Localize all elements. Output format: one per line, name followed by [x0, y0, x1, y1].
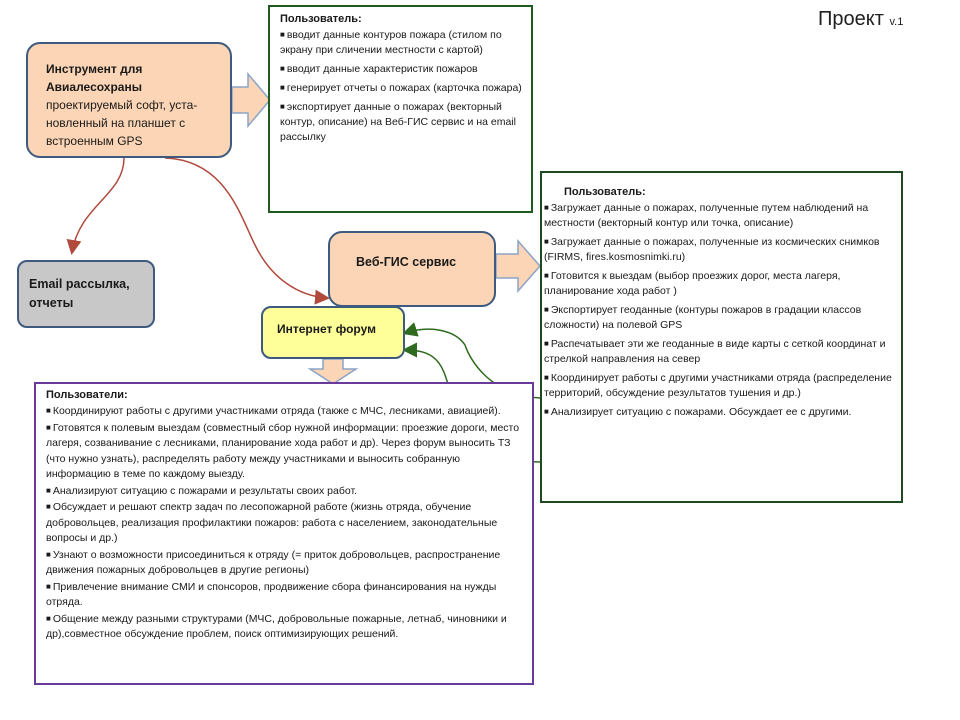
title-version: v.1	[889, 16, 904, 28]
title-main: Проект	[818, 8, 884, 30]
forum-users-item: ■Готовятся к полевым выездам (совместный…	[46, 421, 520, 481]
webgis-users-item: ■Распечатывает эти же геоданные в виде к…	[544, 338, 886, 365]
block-arrow-webgis-to-users	[495, 239, 541, 293]
forum-users-item: ■Узнают о возможности присоединиться к о…	[46, 548, 501, 577]
node-webgis-label: Веб-ГИС сервис	[356, 255, 457, 269]
tool-users-item: ■генерирует отчеты о пожарах (карточка п…	[280, 82, 522, 94]
arrow-tool-to-email	[66, 157, 125, 255]
forum-users-item: ■Координируют работы с другими участника…	[46, 405, 501, 417]
forum-users-item: ■Общение между разными структурами (МЧС,…	[46, 612, 507, 641]
forum-users-item: ■Привлечение внимание СМИ и спонсоров, п…	[46, 580, 497, 609]
page-title: Проект v.1	[818, 8, 903, 31]
arrow-tool-to-webgis	[164, 157, 330, 305]
node-forum-label: Интернет форум	[277, 322, 376, 336]
node-email: Email рассылка, отчеты	[17, 260, 155, 328]
tool-users-item: ■вводит данные характеристик пожаров	[280, 63, 478, 75]
forum-users-heading: Пользователи:	[46, 389, 128, 401]
webgis-users-item: ■Готовится к выездам (выбор проезжих дор…	[544, 270, 841, 297]
forum-users-item: ■Анализируют ситуацию с пожарами и резул…	[46, 484, 358, 497]
webgis-users-item: ■Загружает данные о пожарах, полученные …	[544, 236, 880, 263]
forum-users-box: Пользователи: ■Координируют работы с дру…	[34, 382, 534, 685]
node-tool: Инструмент для Авиалесохраны проектируем…	[26, 42, 232, 158]
node-email-label: Email рассылка, отчеты	[29, 277, 130, 310]
webgis-users-item: ■Координирует работы с другими участника…	[544, 372, 892, 399]
tool-users-box: Пользователь: ■вводит данные контуров по…	[268, 5, 533, 213]
tool-users-heading: Пользователь:	[280, 13, 362, 25]
webgis-users-item: ■Анализирует ситуацию с пожарами. Обсужд…	[544, 406, 852, 418]
webgis-users-item: ■Экспортирует геоданные (контуры пожаров…	[544, 304, 862, 331]
node-tool-text: проектируемый софт, уста-новленный на пл…	[46, 98, 198, 148]
node-tool-bold: Инструмент для Авиалесохраны	[46, 62, 143, 94]
block-arrow-forum-to-users	[307, 358, 359, 385]
tool-users-item: ■вводит данные контуров пожара (стилом п…	[280, 29, 502, 56]
webgis-users-heading: Пользователь:	[564, 186, 646, 198]
forum-users-item: ■Обсуждает и решают спектр задач по лесо…	[46, 501, 498, 544]
webgis-users-item: ■Загружает данные о пожарах, полученные …	[544, 202, 869, 229]
webgis-users-box: Пользователь: ■Загружает данные о пожара…	[540, 171, 903, 503]
tool-users-item: ■экспортирует данные о пожарах (векторны…	[280, 101, 516, 143]
block-arrow-tool-to-users	[231, 71, 271, 129]
node-webgis: Веб-ГИС сервис	[328, 231, 496, 307]
node-forum: Интернет форум	[261, 306, 405, 359]
